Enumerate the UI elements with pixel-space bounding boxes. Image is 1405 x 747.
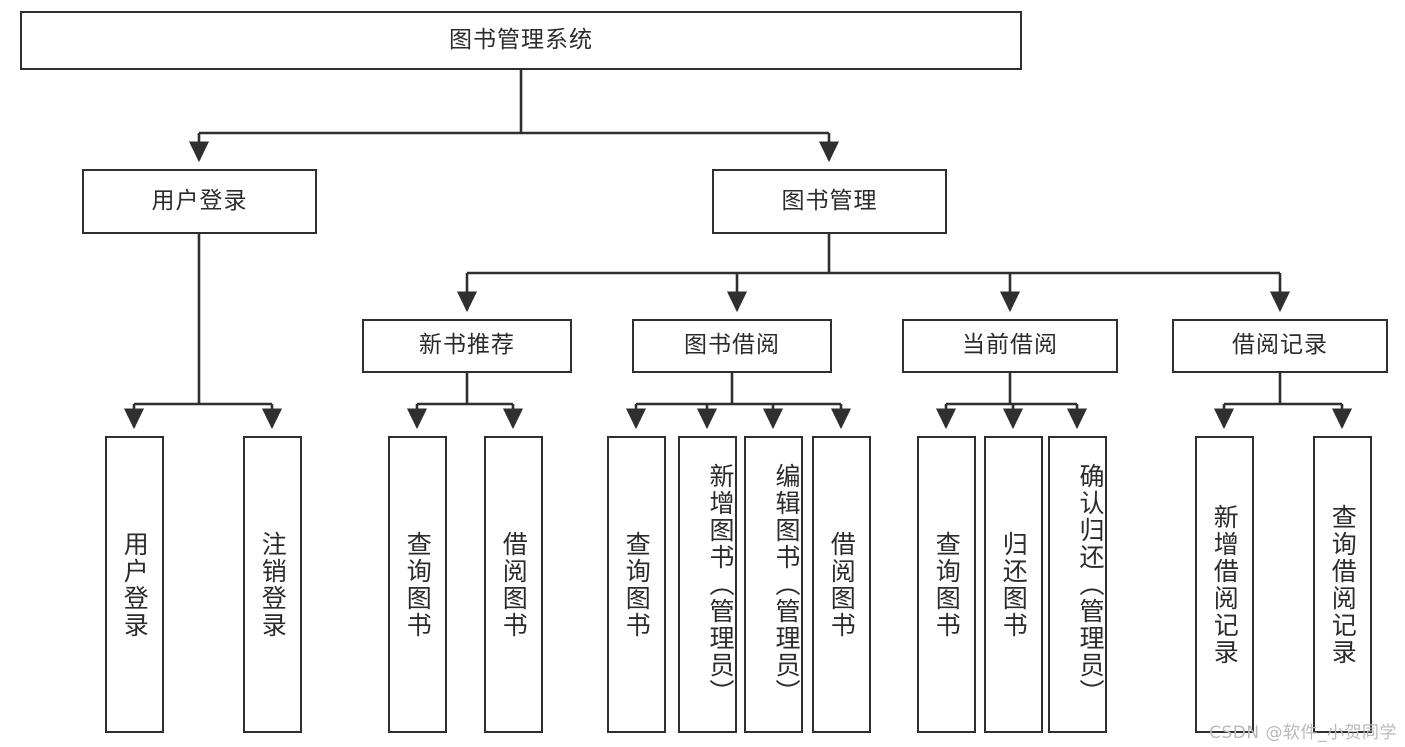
node-leaf-add-book[interactable]: 新增图书（管理员） [678, 436, 737, 733]
node-current-borrow[interactable]: 当前借阅 [902, 319, 1118, 373]
node-leaf-add-record-label: 新增借阅记录 [1210, 503, 1240, 666]
node-new-book-rec[interactable]: 新书推荐 [362, 319, 572, 373]
node-borrow-record-label: 借阅记录 [1232, 332, 1328, 359]
node-current-borrow-label: 当前借阅 [962, 332, 1058, 359]
node-user-login[interactable]: 用户登录 [82, 169, 317, 234]
node-leaf-borrow-book-1-label: 借阅图书 [499, 530, 529, 639]
node-leaf-query-book-2[interactable]: 查询图书 [607, 436, 666, 733]
node-leaf-edit-book-label: 编辑图书（管理员） [772, 463, 801, 706]
node-leaf-user-login-label: 用户登录 [120, 530, 150, 639]
node-leaf-edit-book[interactable]: 编辑图书（管理员） [744, 436, 803, 733]
node-leaf-logout[interactable]: 注销登录 [243, 436, 302, 733]
node-leaf-query-book-3-label: 查询图书 [932, 530, 962, 639]
node-book-borrow[interactable]: 图书借阅 [632, 319, 832, 373]
node-book-manage[interactable]: 图书管理 [712, 169, 947, 234]
node-leaf-confirm-return[interactable]: 确认归还（管理员） [1048, 436, 1107, 733]
node-leaf-confirm-return-label: 确认归还（管理员） [1076, 463, 1105, 706]
node-leaf-add-book-label: 新增图书（管理员） [706, 463, 735, 706]
node-root[interactable]: 图书管理系统 [20, 11, 1022, 70]
node-borrow-record[interactable]: 借阅记录 [1172, 319, 1388, 373]
node-leaf-borrow-book-2[interactable]: 借阅图书 [812, 436, 871, 733]
node-leaf-query-book-1-label: 查询图书 [403, 530, 433, 639]
watermark: CSDN @软件_小贺同学 [1209, 723, 1397, 743]
node-leaf-query-book-1[interactable]: 查询图书 [388, 436, 447, 733]
node-root-label: 图书管理系统 [449, 26, 593, 53]
node-leaf-return-book-label: 归还图书 [999, 530, 1029, 639]
node-leaf-query-book-3[interactable]: 查询图书 [917, 436, 976, 733]
node-leaf-borrow-book-1[interactable]: 借阅图书 [484, 436, 543, 733]
node-leaf-borrow-book-2-label: 借阅图书 [827, 530, 857, 639]
node-leaf-user-login[interactable]: 用户登录 [105, 436, 164, 733]
node-leaf-query-book-2-label: 查询图书 [622, 530, 652, 639]
node-user-login-label: 用户登录 [151, 187, 248, 214]
node-book-manage-label: 图书管理 [781, 187, 878, 214]
node-leaf-add-record[interactable]: 新增借阅记录 [1195, 436, 1254, 733]
node-leaf-logout-label: 注销登录 [258, 530, 288, 639]
node-leaf-query-record-label: 查询借阅记录 [1328, 503, 1358, 666]
node-book-borrow-label: 图书借阅 [684, 332, 780, 359]
node-leaf-return-book[interactable]: 归还图书 [984, 436, 1043, 733]
node-leaf-query-record[interactable]: 查询借阅记录 [1313, 436, 1372, 733]
node-new-book-rec-label: 新书推荐 [419, 332, 515, 359]
